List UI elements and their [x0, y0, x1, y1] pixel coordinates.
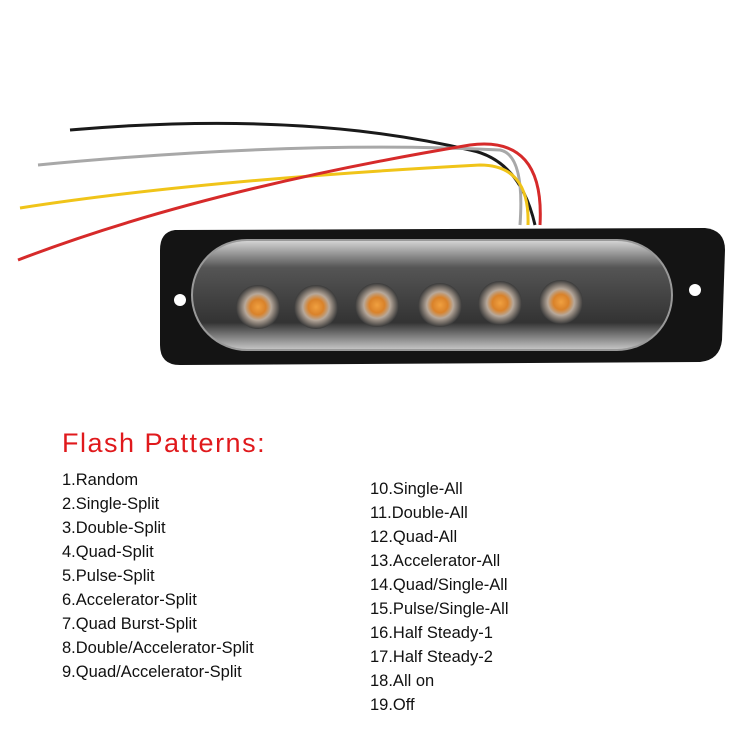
mount-hole-left — [174, 294, 186, 306]
pattern-list-right: 10.Single-All 11.Double-All 12.Quad-All … — [370, 477, 509, 717]
pattern-item: 14.Quad/Single-All — [370, 576, 508, 594]
led — [294, 285, 338, 329]
led — [236, 285, 280, 329]
pattern-item: 6.Accelerator-Split — [62, 591, 197, 609]
pattern-item: 3.Double-Split — [62, 519, 166, 537]
pattern-item: 10.Single-All — [370, 480, 463, 498]
wire-black — [69, 121, 537, 226]
pattern-item: 1.Random — [62, 471, 139, 489]
pattern-item: 2.Single-Split — [62, 495, 160, 513]
led — [539, 280, 583, 324]
pattern-item: 9.Quad/Accelerator-Split — [62, 663, 242, 681]
led — [355, 283, 399, 327]
pattern-item: 12.Quad-All — [370, 528, 458, 546]
wires — [17, 121, 542, 262]
wire-red — [17, 142, 542, 262]
led — [478, 281, 522, 325]
wire-gray — [37, 145, 523, 226]
pattern-list-left: 1.Random 2.Single-Split 3.Double-Split 4… — [62, 468, 254, 684]
pattern-item: 15.Pulse/Single-All — [370, 600, 509, 618]
pattern-item: 18.All on — [370, 672, 435, 690]
pattern-item: 7.Quad Burst-Split — [62, 615, 197, 633]
pattern-item: 16.Half Steady-1 — [370, 624, 493, 642]
led — [418, 283, 462, 327]
wire-yellow — [19, 163, 530, 226]
pattern-item: 17.Half Steady-2 — [370, 648, 493, 666]
product-photo — [17, 121, 725, 365]
pattern-item: 8.Double/Accelerator-Split — [62, 639, 254, 657]
pattern-item: 5.Pulse-Split — [62, 567, 155, 585]
flash-patterns-title: Flash Patterns: — [62, 428, 267, 458]
pattern-item: 4.Quad-Split — [62, 543, 154, 561]
pattern-item: 19.Off — [370, 696, 415, 714]
leds — [236, 280, 583, 329]
mount-hole-right — [689, 284, 701, 296]
pattern-item: 11.Double-All — [370, 504, 468, 522]
pattern-item: 13.Accelerator-All — [370, 552, 501, 570]
